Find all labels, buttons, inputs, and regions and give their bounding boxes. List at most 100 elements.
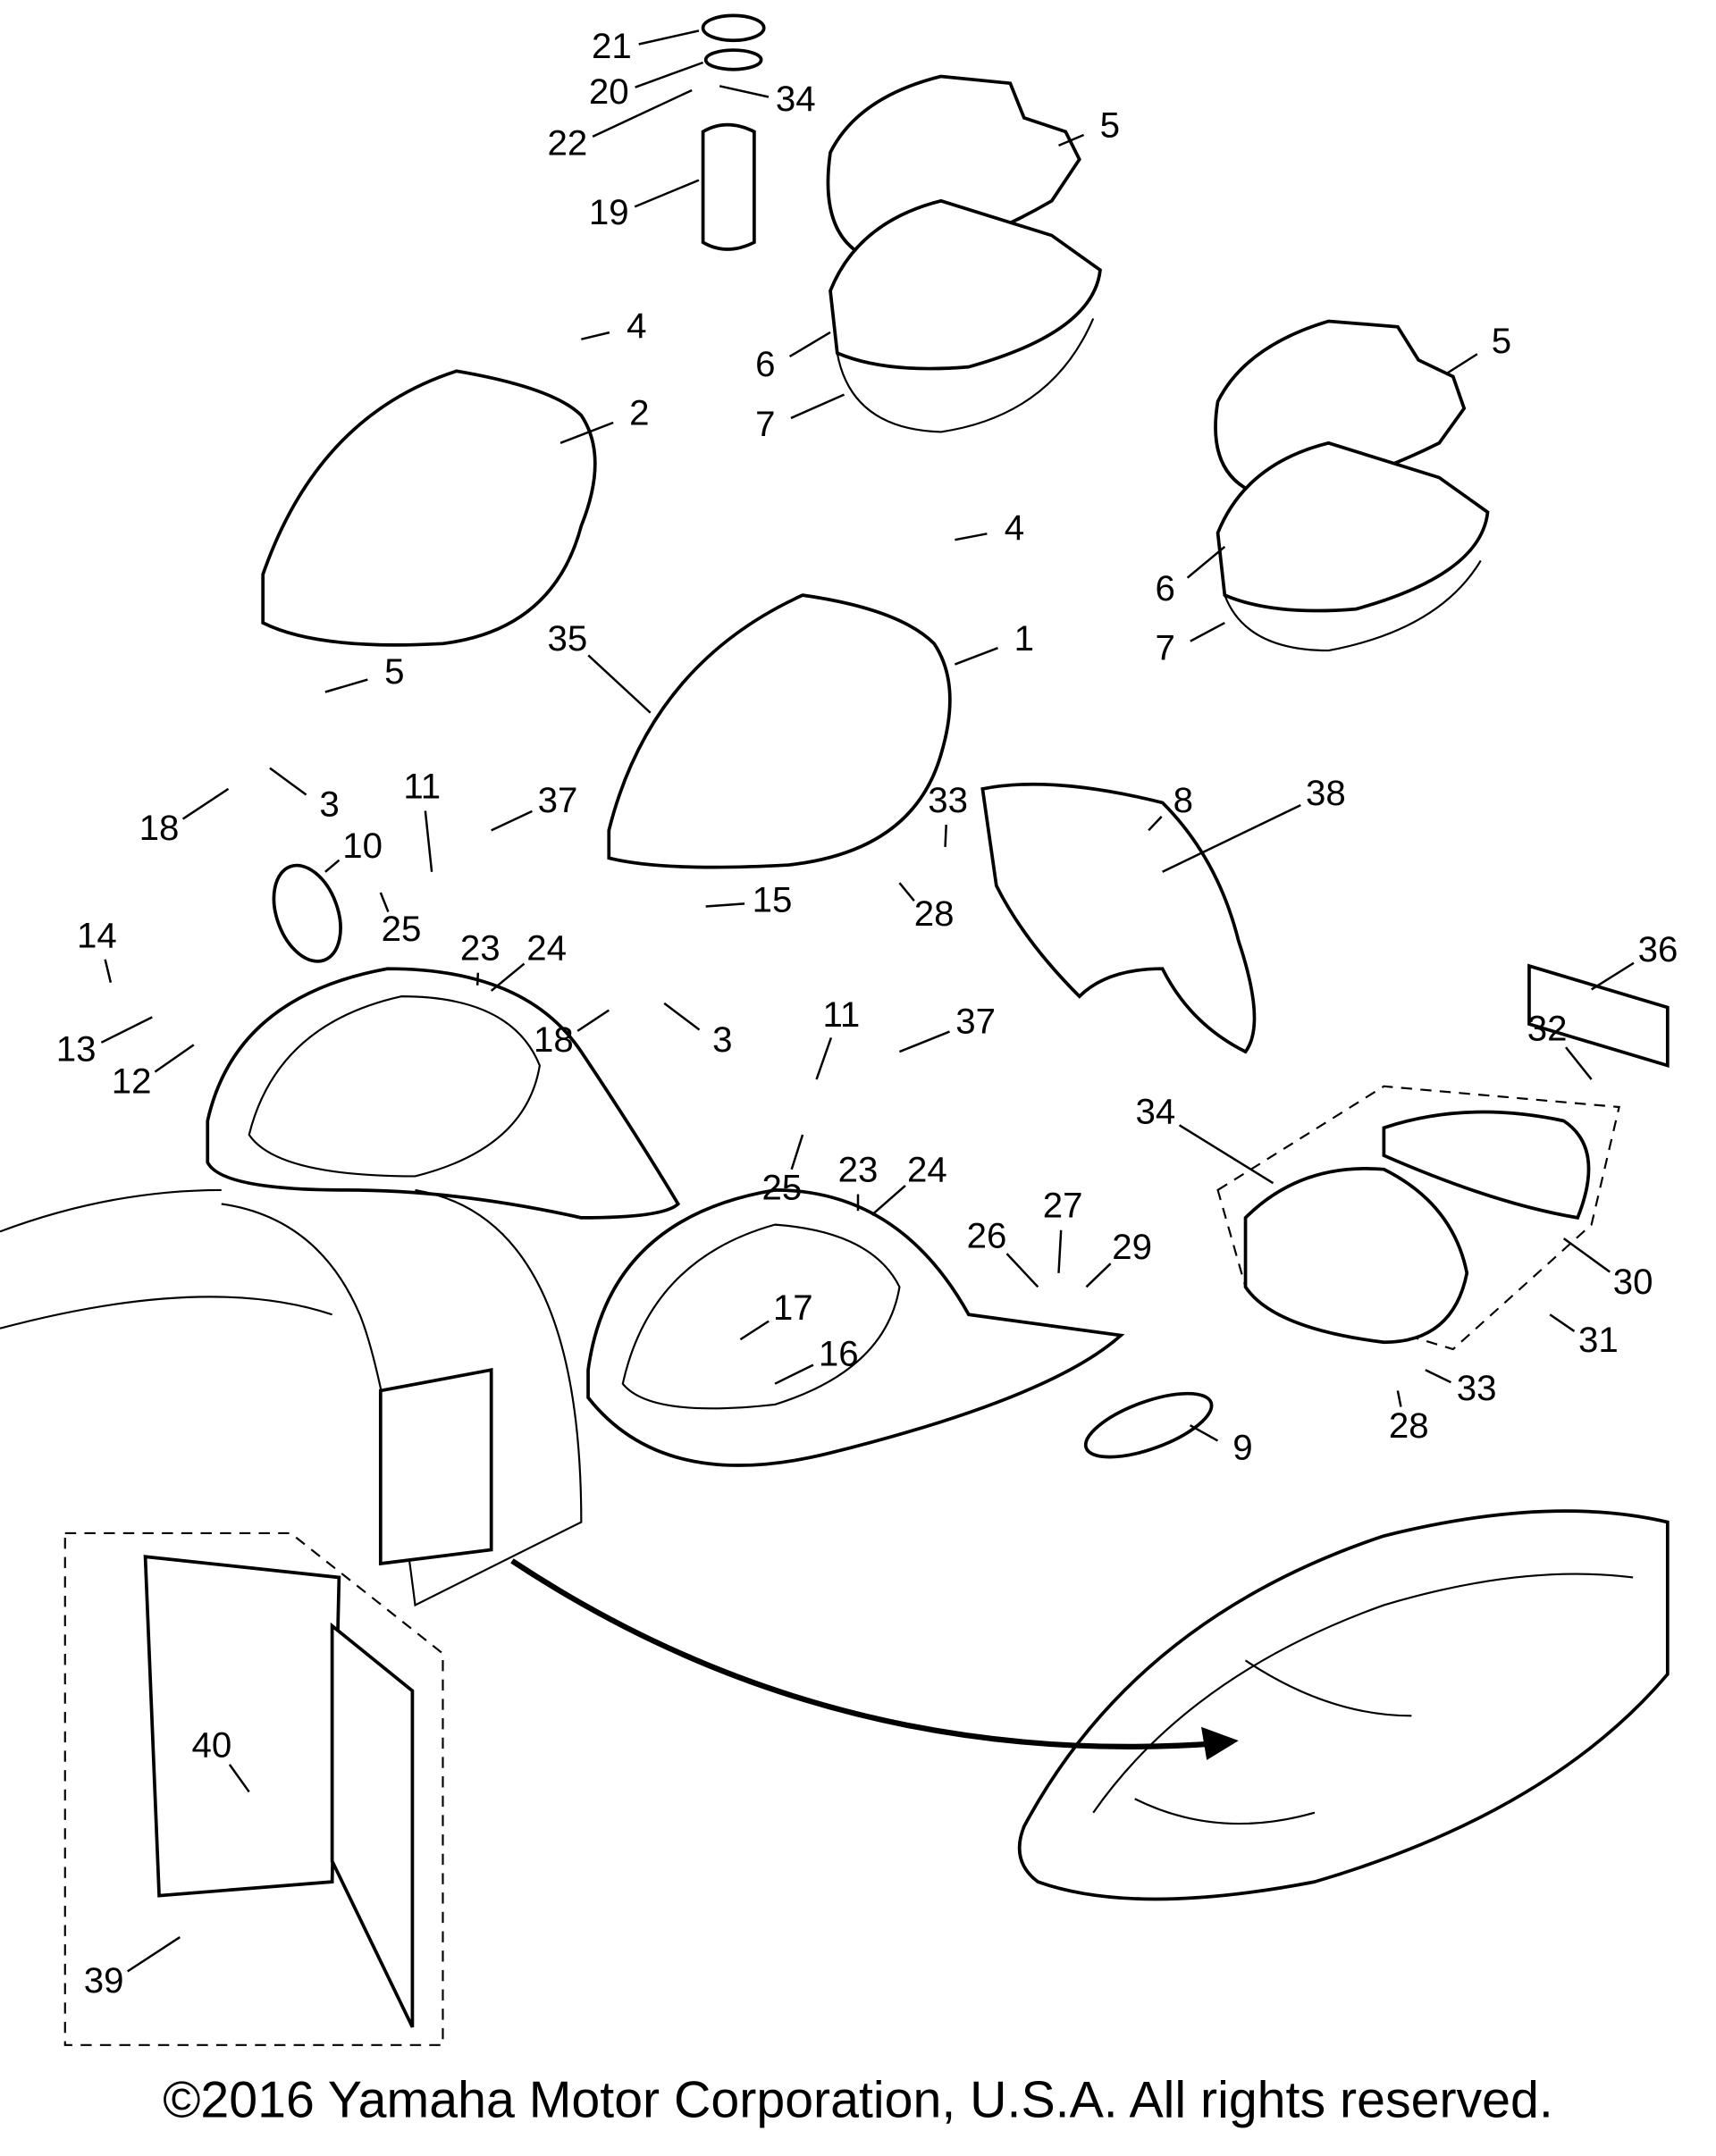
callout-2: 2 xyxy=(629,392,649,432)
leader-line xyxy=(638,29,700,46)
leader-line xyxy=(587,654,652,714)
callout-37: 37 xyxy=(538,780,578,820)
leader-line xyxy=(1178,1124,1274,1185)
leader-line xyxy=(1549,1313,1576,1332)
leader-line xyxy=(475,972,480,986)
cup-holder-19 xyxy=(701,122,756,251)
copyright-text: ©2016 Yamaha Motor Corporation, U.S.A. A… xyxy=(163,2071,1553,2128)
leader-line xyxy=(269,767,307,796)
lid-30 xyxy=(1382,1110,1591,1220)
callout-1: 1 xyxy=(1014,618,1034,659)
leader-line xyxy=(324,678,368,693)
callout-3: 3 xyxy=(319,784,339,825)
leader-line xyxy=(1425,1369,1451,1384)
leader-line xyxy=(127,1936,181,1973)
callout-39: 39 xyxy=(84,1960,124,2001)
callout-22: 22 xyxy=(547,123,587,164)
console-left xyxy=(206,967,681,1220)
callout-5: 5 xyxy=(1100,105,1120,145)
leader-line xyxy=(739,1320,770,1341)
leader-line xyxy=(1162,803,1301,873)
access-panel-frame xyxy=(143,1555,341,1898)
box-34 xyxy=(1243,1167,1469,1345)
leader-line xyxy=(1396,1390,1402,1407)
callout-30: 30 xyxy=(1613,1262,1653,1302)
callout-27: 27 xyxy=(1043,1186,1083,1226)
gasket-20 xyxy=(703,48,763,71)
cap-21 xyxy=(701,13,766,43)
access-door xyxy=(330,1622,415,2028)
callout-19: 19 xyxy=(589,192,629,232)
callout-18: 18 xyxy=(139,808,180,848)
storage-bin-top-base xyxy=(836,318,1095,433)
hatch-opening xyxy=(378,1367,493,1566)
location-arrowhead xyxy=(1201,1726,1239,1760)
callout-16: 16 xyxy=(819,1333,859,1373)
callout-34: 34 xyxy=(1136,1091,1176,1131)
seat-1 xyxy=(607,593,952,869)
plate-36 xyxy=(1527,963,1670,1069)
leader-line xyxy=(1148,815,1163,832)
console-right xyxy=(586,1188,1125,1467)
callout-12: 12 xyxy=(112,1061,152,1101)
callout-11: 11 xyxy=(403,767,441,807)
leader-line xyxy=(719,85,770,98)
callout-23: 23 xyxy=(460,928,500,969)
mirror-9 xyxy=(1083,1391,1214,1459)
part-drawings xyxy=(0,13,1670,2046)
callout-13: 13 xyxy=(56,1029,97,1070)
panel-8 xyxy=(980,782,1257,1054)
leader-line xyxy=(424,810,433,872)
leader-line xyxy=(774,1363,814,1385)
callout-3: 3 xyxy=(712,1019,732,1060)
callout-28: 28 xyxy=(914,893,955,934)
callout-6: 6 xyxy=(1156,568,1175,608)
leader-line xyxy=(1590,961,1635,991)
callout-4: 4 xyxy=(627,306,646,346)
leader-line xyxy=(1190,621,1225,642)
callout-23: 23 xyxy=(838,1149,879,1189)
callout-24: 24 xyxy=(907,1149,947,1189)
hull-body xyxy=(0,1188,583,1607)
callout-25: 25 xyxy=(382,909,422,949)
leader-line xyxy=(955,533,988,541)
storage-bin-top xyxy=(829,198,1102,371)
leader-line xyxy=(491,810,533,832)
callout-11: 11 xyxy=(823,994,861,1035)
leader-line xyxy=(154,1044,195,1073)
callout-25: 25 xyxy=(761,1168,802,1208)
callout-20: 20 xyxy=(589,71,629,112)
callout-7: 7 xyxy=(755,404,775,444)
leader-line xyxy=(790,1134,804,1170)
callout-37: 37 xyxy=(955,1002,996,1042)
callout-31: 31 xyxy=(1578,1320,1619,1360)
callout-24: 24 xyxy=(526,928,567,969)
callout-6: 6 xyxy=(755,344,775,384)
storage-bin-right xyxy=(1216,440,1490,613)
leader-line xyxy=(871,1185,906,1216)
callout-9: 9 xyxy=(1232,1428,1252,1468)
leader-line xyxy=(1190,1424,1219,1442)
leader-line xyxy=(634,179,700,208)
mirror-10 xyxy=(272,863,342,963)
callout-34: 34 xyxy=(776,79,816,119)
leader-line xyxy=(1565,1046,1593,1080)
leader-line xyxy=(100,1016,153,1044)
callout-35: 35 xyxy=(547,618,587,659)
boat-overview xyxy=(1017,1509,1670,1901)
boat-overview-inner xyxy=(1092,1573,1634,1825)
leader-line xyxy=(954,647,998,666)
leader-line xyxy=(581,331,610,340)
callout-21: 21 xyxy=(592,26,632,66)
leader-line xyxy=(705,902,745,908)
callout-18: 18 xyxy=(534,1019,574,1060)
leader-line xyxy=(815,1036,833,1080)
leader-line xyxy=(898,882,915,902)
leader-line xyxy=(104,959,113,983)
leader-line xyxy=(324,859,341,873)
leader-line xyxy=(663,1002,701,1031)
callout-15: 15 xyxy=(753,879,793,919)
leader-line xyxy=(898,1030,950,1053)
